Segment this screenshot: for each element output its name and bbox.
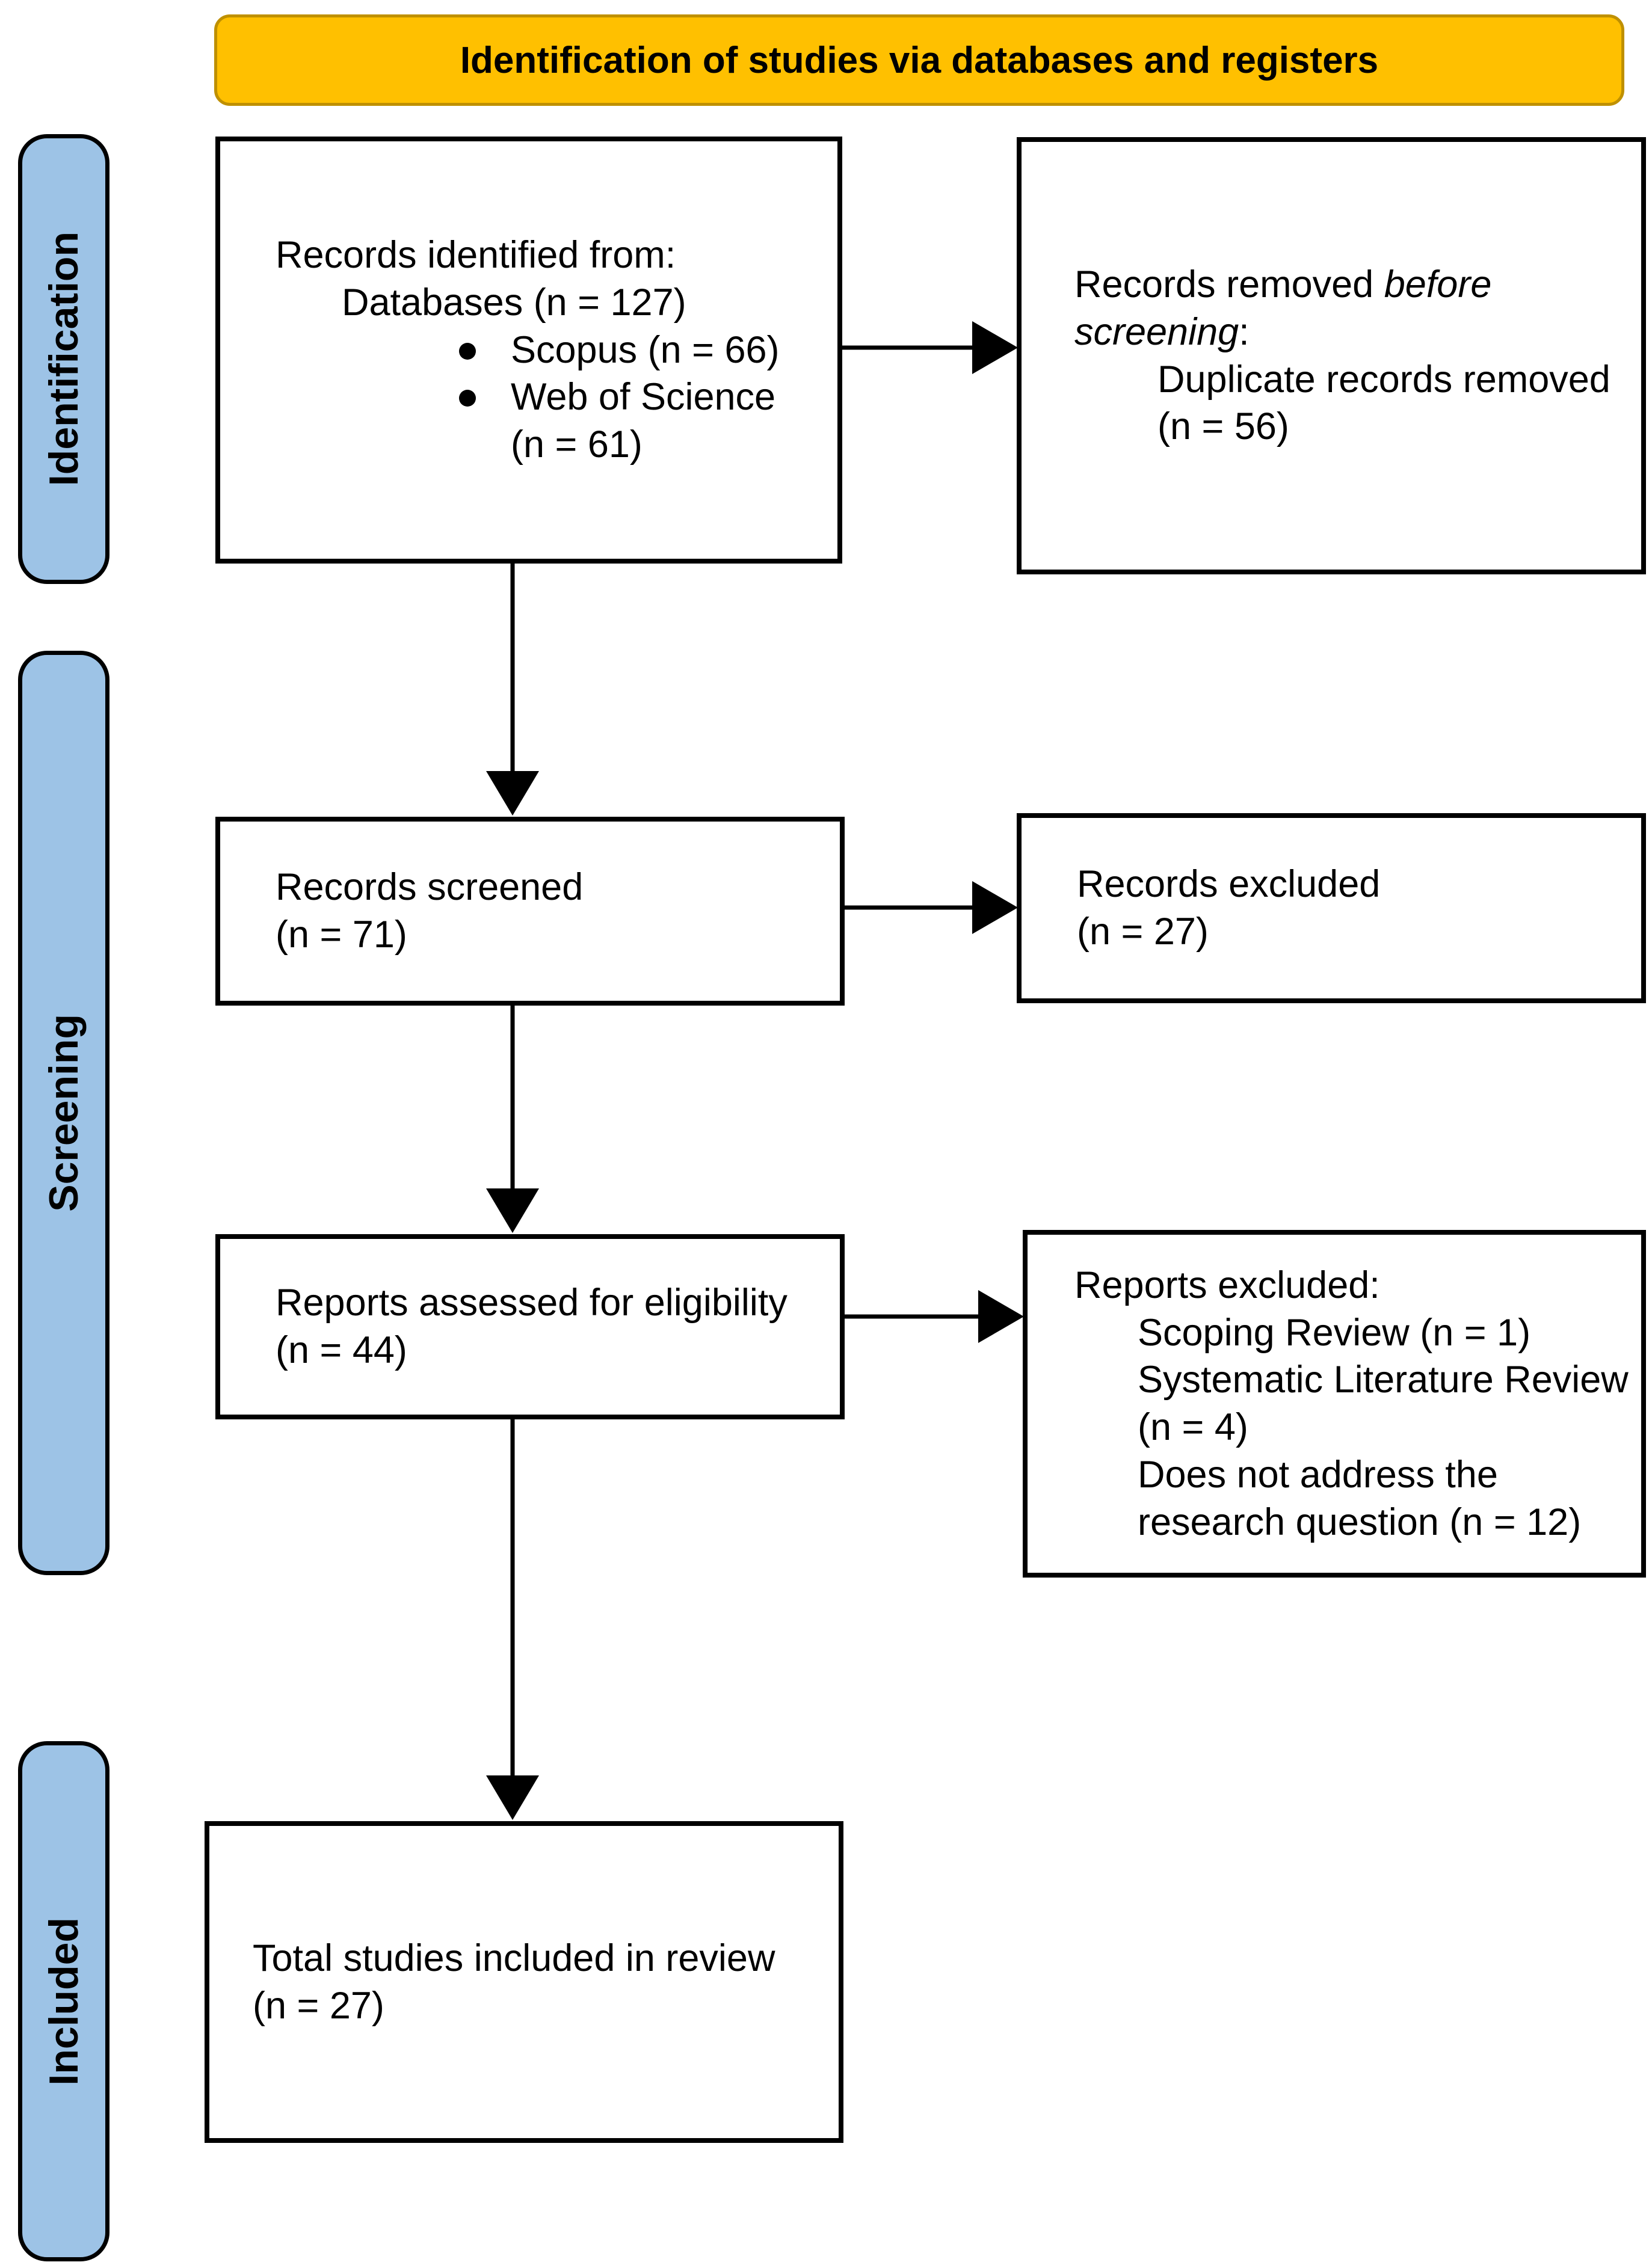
arrow-identified-to-removed — [841, 321, 1018, 374]
bullet-item: Scopus (n = 66) — [459, 327, 822, 374]
text-line: (n = 27) — [253, 1984, 384, 2027]
stage-label-screening: Screening — [18, 651, 109, 1575]
text-line: Does not address the — [1138, 1453, 1498, 1496]
box-records-screened: Records screened (n = 71) — [215, 817, 845, 1006]
arrow-assessed-to-reports-excluded — [845, 1290, 1024, 1343]
box-total-studies-included: Total studies included in review (n = 27… — [205, 1821, 843, 2143]
stage-label-text: Identification — [41, 232, 87, 487]
text-line: Scoping Review (n = 1) — [1138, 1311, 1531, 1354]
text-line: Duplicate records removed — [1157, 358, 1610, 401]
text-line: (n = 71) — [276, 914, 407, 956]
italic-text: before screening — [1074, 263, 1492, 353]
arrow-assessed-to-included — [486, 1418, 539, 1820]
text-line: Records screened — [276, 866, 584, 909]
box-reports-assessed: Reports assessed for eligibility (n = 44… — [215, 1234, 845, 1419]
stage-label-text: Screening — [41, 1014, 87, 1212]
header-banner: Identification of studies via databases … — [214, 14, 1624, 106]
arrow-screened-to-assessed — [486, 1004, 539, 1233]
text-line: Total studies included in review — [253, 1937, 775, 1979]
box-records-removed-before-screening: Records removed before screening: Duplic… — [1017, 137, 1646, 574]
arrow-screened-to-excluded — [845, 881, 1018, 934]
stage-label-included: Included — [18, 1741, 109, 2261]
bullet-text: Web of Science (n = 61) — [511, 373, 775, 469]
bullet-icon — [459, 390, 476, 407]
text-line: Reports excluded: — [1074, 1264, 1380, 1306]
text-line: Scopus (n = 66) — [511, 328, 780, 371]
text-line: Reports assessed for eligibility — [276, 1282, 787, 1324]
box-records-excluded: Records excluded (n = 27) — [1017, 813, 1646, 1003]
text-line: (n = 44) — [276, 1329, 407, 1371]
text-line: Records excluded — [1077, 863, 1381, 906]
text-line: Systematic Literature Review — [1138, 1359, 1629, 1401]
text-line: (n = 27) — [1077, 911, 1209, 953]
text-paragraph: Records removed before screening: — [1074, 263, 1492, 353]
text-line: Records identified from: — [276, 234, 676, 277]
text-line: (n = 56) — [1157, 405, 1289, 448]
text-line: (n = 61) — [511, 423, 643, 466]
bullet-icon — [459, 342, 476, 360]
header-title: Identification of studies via databases … — [460, 39, 1379, 81]
text-line: Databases (n = 127) — [342, 281, 686, 324]
arrow-identified-to-screened — [486, 564, 539, 816]
bullet-item: Web of Science (n = 61) — [459, 373, 822, 469]
stage-label-text: Included — [41, 1917, 87, 2086]
stage-label-identification: Identification — [18, 134, 109, 584]
box-reports-excluded: Reports excluded: Scoping Review (n = 1)… — [1023, 1230, 1646, 1578]
text-line: Web of Science — [511, 376, 776, 419]
box-records-identified: Records identified from: Databases (n = … — [215, 137, 842, 564]
text-line: research question (n = 12) — [1138, 1501, 1582, 1543]
text-line: (n = 4) — [1138, 1406, 1248, 1448]
